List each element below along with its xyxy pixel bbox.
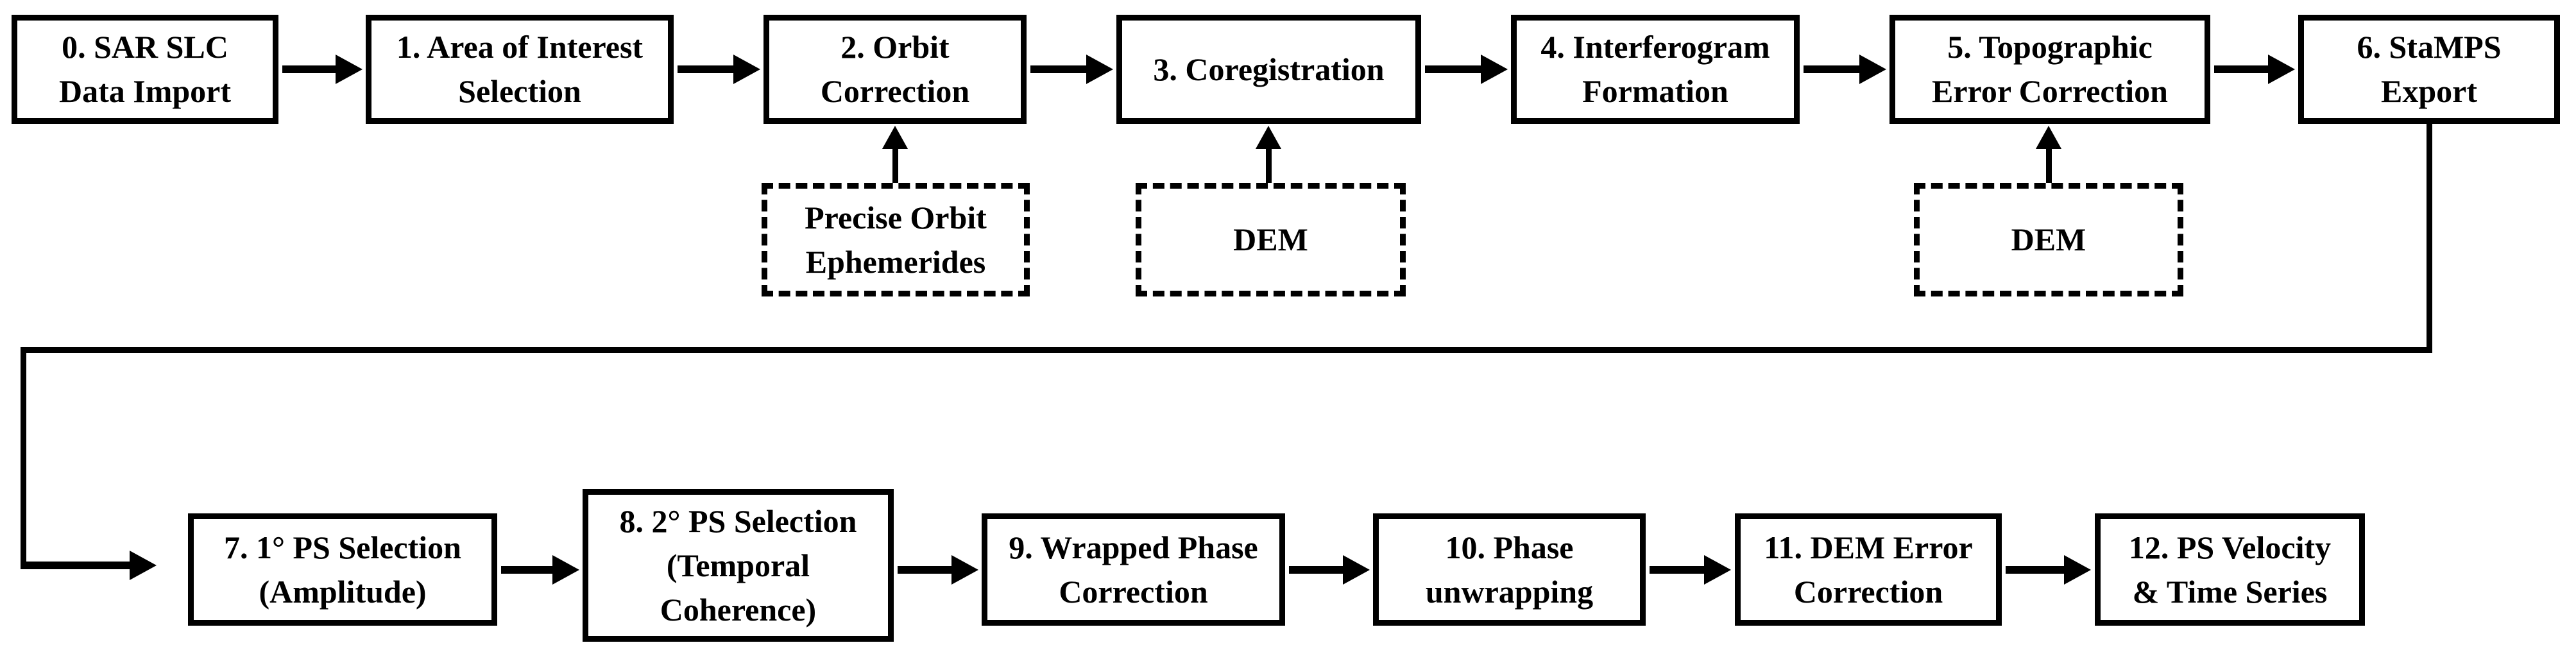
flow-step-4-interferogram-formation: 4. Interferogram Formation: [1511, 15, 1800, 124]
input-label: Precise Orbit Ephemerides: [805, 199, 987, 280]
flow-step-11-dem-error-correction: 11. DEM Error Correction: [1735, 513, 2002, 626]
arrow-head: [130, 551, 157, 580]
arrow-shaft: [2214, 65, 2273, 73]
flow-step-label: 9. Wrapped Phase Correction: [1009, 529, 1258, 610]
arrow-shaft: [1650, 566, 1709, 574]
connector-segment-down-left: [21, 347, 26, 569]
arrow-shaft: [21, 562, 135, 569]
arrow-shaft: [1425, 65, 1486, 73]
input-dem-coregistration: DEM: [1136, 183, 1406, 296]
flow-step-5-topographic-error-correction: 5. Topographic Error Correction: [1889, 15, 2210, 124]
flow-step-label: 1. Area of Interest Selection: [396, 29, 644, 109]
arrow-shaft: [678, 65, 738, 73]
flow-step-label: 10. Phase unwrapping: [1425, 529, 1594, 610]
arrow-head: [1859, 55, 1886, 84]
arrow-head: [1481, 55, 1508, 84]
flow-step-label: 7. 1° PS Selection (Amplitude): [224, 529, 461, 610]
flow-step-10-phase-unwrapping: 10. Phase unwrapping: [1373, 513, 1646, 626]
arrow-head: [552, 555, 579, 585]
arrow-head: [1086, 55, 1113, 84]
flow-step-2-orbit-correction: 2. Orbit Correction: [763, 15, 1027, 124]
arrow-shaft: [2046, 145, 2052, 183]
flow-step-label: 11. DEM Error Correction: [1764, 529, 1973, 610]
flow-step-label: 0. SAR SLC Data Import: [58, 29, 232, 109]
arrow-head: [951, 555, 978, 585]
flow-step-label: 3. Coregistration: [1153, 51, 1385, 87]
arrow-head: [336, 55, 363, 84]
flow-step-3-coregistration: 3. Coregistration: [1116, 15, 1421, 124]
arrow-shaft: [898, 566, 957, 574]
arrow-shaft: [1030, 65, 1091, 73]
flow-step-label: 5. Topographic Error Correction: [1932, 29, 2168, 109]
connector-segment-down-from-step6: [2427, 124, 2432, 353]
input-label: DEM: [2011, 221, 2086, 257]
arrow-up-icon: [2036, 126, 2062, 183]
flow-step-9-wrapped-phase-correction: 9. Wrapped Phase Correction: [982, 513, 1285, 626]
flow-step-label: 6. StaMPS Export: [2357, 29, 2502, 109]
arrow-shaft: [1289, 566, 1348, 574]
arrow-shaft: [282, 65, 341, 73]
flow-step-label: 4. Interferogram Formation: [1540, 29, 1770, 109]
flow-step-6-stamps-export: 6. StaMPS Export: [2298, 15, 2560, 124]
flow-step-label: 12. PS Velocity & Time Series: [2128, 529, 2332, 610]
connector-segment-across: [21, 347, 2432, 353]
flow-step-8-ps-selection-temporal-coherence: 8. 2° PS Selection (Temporal Coherence): [583, 489, 894, 642]
arrow-shaft: [501, 566, 558, 574]
flow-step-1-area-of-interest: 1. Area of Interest Selection: [366, 15, 674, 124]
flow-step-label: 8. 2° PS Selection (Temporal Coherence): [619, 502, 857, 628]
flow-step-label: 2. Orbit Correction: [820, 29, 970, 109]
flow-step-12-ps-velocity-time-series: 12. PS Velocity & Time Series: [2095, 513, 2365, 626]
input-precise-orbit-ephemerides: Precise Orbit Ephemerides: [762, 183, 1030, 296]
arrow-head: [2268, 55, 2295, 84]
arrow-head: [1343, 555, 1370, 585]
arrow-shaft: [1804, 65, 1864, 73]
arrow-shaft: [2006, 566, 2069, 574]
arrow-head: [2064, 555, 2091, 585]
flow-step-0-sar-slc-data-import: 0. SAR SLC Data Import: [12, 15, 278, 124]
arrow-up-icon: [882, 126, 908, 183]
input-dem-topographic: DEM: [1914, 183, 2183, 296]
arrow-shaft: [1266, 145, 1272, 183]
input-label: DEM: [1233, 221, 1308, 257]
arrow-shaft: [892, 145, 898, 183]
arrow-head: [1704, 555, 1731, 585]
arrow-up-icon: [1256, 126, 1282, 183]
arrow-head: [733, 55, 760, 84]
flow-step-7-ps-selection-amplitude: 7. 1° PS Selection (Amplitude): [188, 513, 497, 626]
